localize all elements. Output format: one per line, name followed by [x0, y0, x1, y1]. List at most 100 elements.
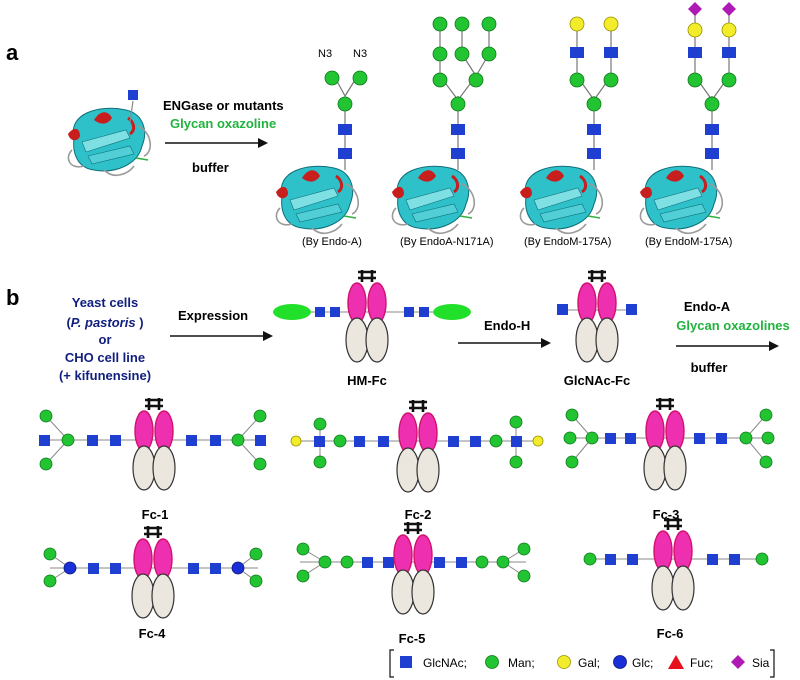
fc-1-glycoform: [39, 396, 267, 492]
source-cho: CHO cell line: [65, 350, 145, 365]
high-mannose-glycan-icon: [273, 304, 311, 320]
glcnac-icon: [451, 148, 465, 159]
native-protein: [66, 90, 152, 177]
fuc-legend-icon: [668, 655, 684, 669]
endo-h-arrow: [458, 338, 551, 348]
man-icon: [324, 70, 340, 86]
fc-5-label: Fc-5: [399, 631, 426, 646]
glcnac-icon: [722, 47, 736, 58]
product-caption-2: (By EndoA-N171A): [400, 236, 494, 248]
man-icon: [450, 96, 466, 112]
man-icon: [569, 72, 585, 88]
man-icon: [432, 46, 448, 62]
man-icon: [454, 46, 470, 62]
legend-man: Man;: [508, 656, 535, 670]
endo-a-arrow: [676, 341, 779, 351]
man-icon: [481, 16, 497, 32]
buffer-label-a: buffer: [192, 160, 229, 175]
panel-a-label: a: [6, 40, 19, 65]
endo-h-label: Endo-H: [484, 318, 530, 333]
man-icon: [704, 96, 720, 112]
fc-6-glycoform: [583, 516, 769, 612]
endo-a-label: Endo-A: [684, 299, 731, 314]
man-icon: [603, 72, 619, 88]
glcnac-icon: [451, 124, 465, 135]
fc-3-label: Fc-3: [653, 507, 680, 522]
man-icon: [586, 96, 602, 112]
man-icon: [687, 72, 703, 88]
fc-4-label: Fc-4: [139, 626, 167, 641]
glcnac-fc-label: GlcNAc-Fc: [564, 373, 630, 388]
glycan-oxazolines-label: Glycan oxazolines: [676, 318, 789, 333]
monosaccharide-legend: GlcNAc; Man; Gal; Glc; Fuc; Sia: [389, 649, 775, 678]
glcnac-icon: [570, 47, 584, 58]
enzyme-label: ENGase or mutants: [163, 98, 284, 113]
gal-icon: [290, 435, 302, 447]
sia-icon: [722, 2, 736, 16]
glcnac-icon: [626, 304, 637, 315]
man-icon: [432, 72, 448, 88]
legend-sia: Sia: [752, 656, 770, 670]
hm-fc-label: HM-Fc: [347, 373, 387, 388]
gal-icon: [603, 16, 619, 32]
expression-source: Yeast cells (P. pastoris ) or CHO cell l…: [59, 295, 151, 383]
man-icon: [468, 72, 484, 88]
glcnac-icon: [338, 148, 352, 159]
sia-legend-icon: [731, 655, 745, 669]
high-mannose-glycan-icon: [433, 304, 471, 320]
glcnac-legend-icon: [400, 656, 412, 668]
sia-icon: [688, 2, 702, 16]
legend-gal: Gal;: [578, 656, 600, 670]
man-icon: [352, 70, 368, 86]
glcnac-icon: [688, 47, 702, 58]
legend-glc: Glc;: [632, 656, 653, 670]
man-icon: [39, 409, 53, 423]
fc-2-glycoform: [290, 398, 544, 494]
expression-arrow: [170, 331, 273, 341]
source-pastoris: (P. pastoris ): [66, 315, 143, 330]
glcnac-icon: [587, 124, 601, 135]
gal-icon: [569, 16, 585, 32]
glcnac-icon: [39, 435, 50, 446]
panel-b-label: b: [6, 285, 19, 310]
azide-label: N3: [318, 48, 332, 60]
azide-label: N3: [353, 48, 367, 60]
product-1: N3 N3: [274, 48, 368, 235]
glcnac-icon: [338, 124, 352, 135]
product-caption-4: (By EndoM-175A): [645, 236, 732, 248]
fc-4-glycoform: [43, 524, 263, 620]
man-icon: [432, 16, 448, 32]
fc-5-glycoform: [296, 520, 531, 616]
glc-icon: [63, 561, 77, 575]
reaction-arrow-a: [165, 138, 268, 148]
man-icon: [61, 433, 75, 447]
glcnac-icon: [587, 148, 601, 159]
fc-1-label: Fc-1: [142, 507, 169, 522]
man-icon: [721, 72, 737, 88]
legend-glcnac: GlcNAc;: [423, 656, 467, 670]
glcnac-fc: [557, 268, 637, 364]
glcnac-stub-icon: [128, 90, 138, 100]
source-yeast: Yeast cells: [72, 295, 139, 310]
source-or: or: [99, 332, 112, 347]
product-2: [390, 16, 497, 235]
glycan-oxazoline-label: Glycan oxazoline: [170, 116, 276, 131]
product-3: [518, 16, 619, 235]
glcnac-icon: [557, 304, 568, 315]
hm-fc: [273, 268, 471, 364]
gal-icon: [721, 22, 737, 38]
fc-3-glycoform: [563, 396, 775, 492]
product-4: [638, 2, 737, 235]
fc-2-label: Fc-2: [405, 507, 432, 522]
glcnac-icon: [705, 148, 719, 159]
source-kifunensine: (+ kifunensine): [59, 368, 151, 383]
gal-legend-icon: [557, 655, 571, 669]
glcnac-icon: [705, 124, 719, 135]
man-icon: [39, 457, 53, 471]
man-legend-icon: [485, 655, 499, 669]
man-icon: [454, 16, 470, 32]
buffer-label-b: buffer: [691, 360, 728, 375]
legend-fuc: Fuc;: [690, 656, 713, 670]
fc-6-label: Fc-6: [657, 626, 684, 641]
